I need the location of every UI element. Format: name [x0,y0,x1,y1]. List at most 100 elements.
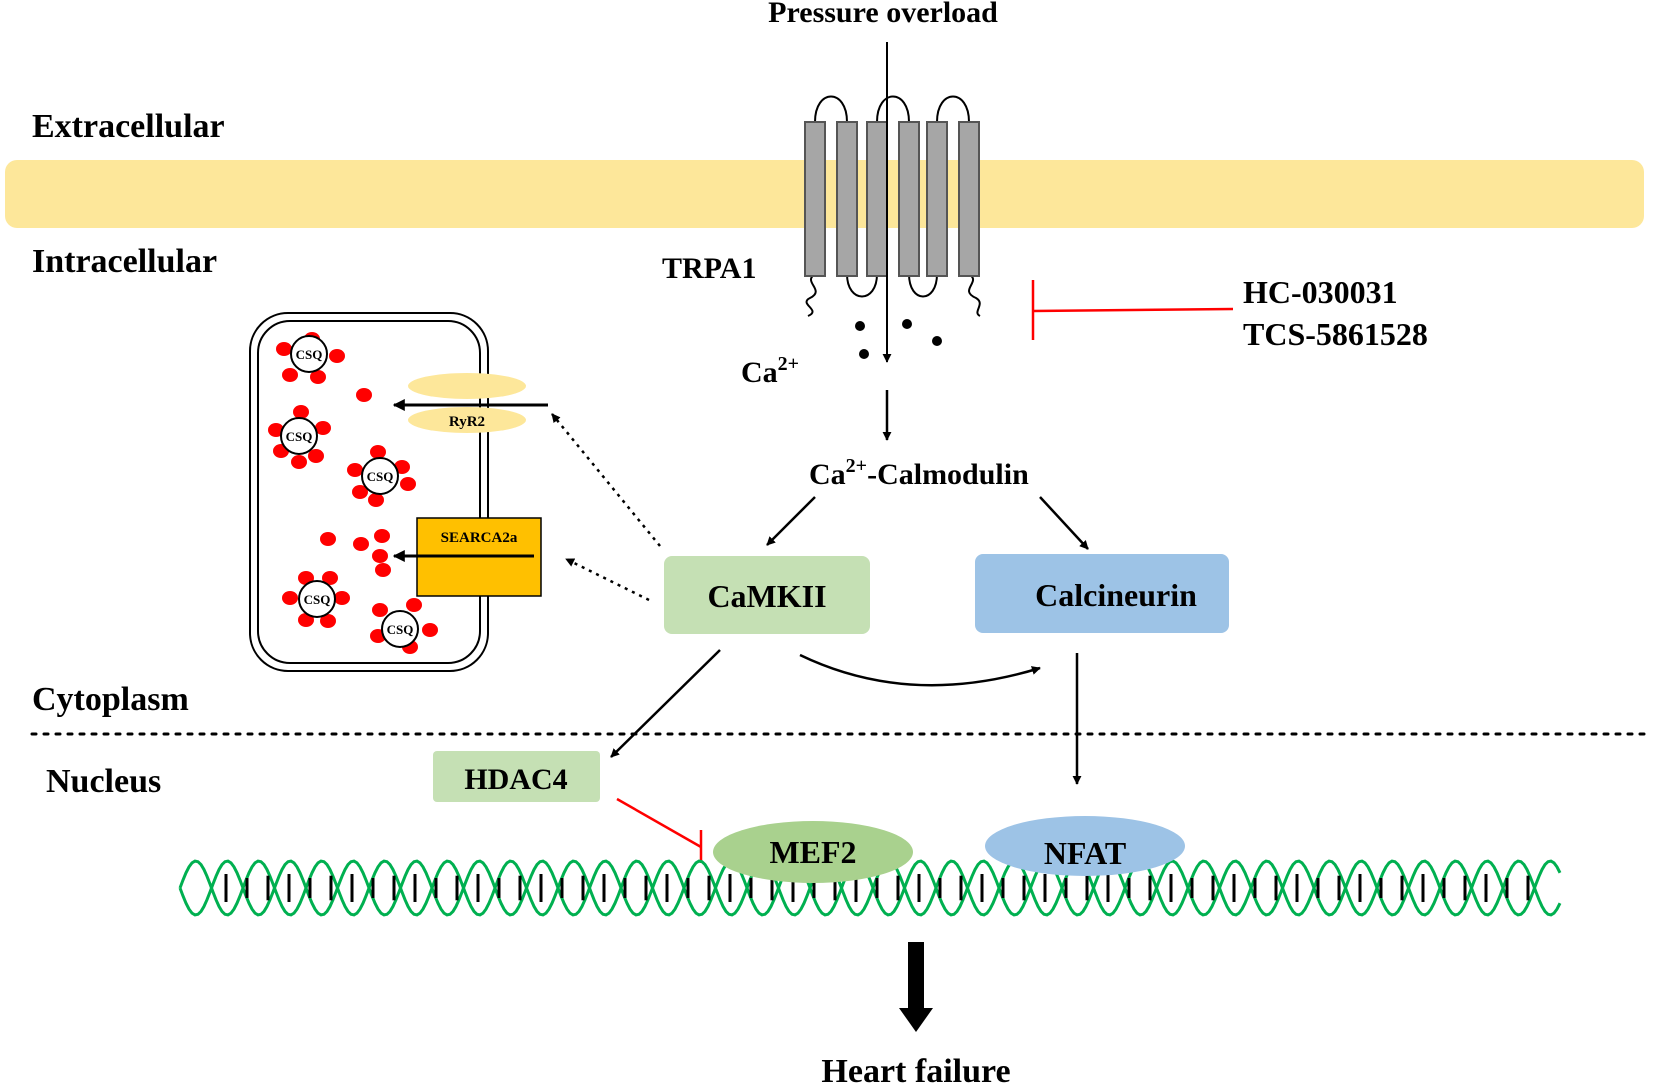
stored-calcium [276,342,292,356]
intracellular-label: Intracellular [32,243,217,280]
calcium-label-base: Ca [741,356,778,389]
stored-calcium [374,529,390,543]
calmodulin-label: Ca2+-Calmodulin [809,455,1029,491]
trpa1-label: TRPA1 [662,252,756,285]
csq-protein [280,417,318,455]
stored-calcium [334,591,350,605]
stored-calcium [400,477,416,491]
stored-calcium [315,421,331,435]
csq-label: CSQ [286,429,313,444]
cytoplasm-label: Cytoplasm [32,681,189,718]
csq-cluster: CSQ [347,445,416,507]
channel-intracellular-loops [846,273,938,298]
calmodulin-label-rest: -Calmodulin [867,458,1029,491]
stored-calcium [293,405,309,419]
inhibitor-line [1032,307,1234,313]
calcium-ion [859,349,869,359]
calmodulin-to-camkii-arrow [766,496,816,546]
stored-calcium [310,370,326,384]
nfat-label: NFAT [1044,835,1126,871]
inhibitor-tcs-5861528: TCS-5861528 [1243,316,1428,352]
hdac4-label: HDAC4 [464,763,567,796]
stored-calcium [320,614,336,628]
dna-strand-a [178,859,1562,917]
stored-calcium [282,368,298,382]
ryr2-label: RyR2 [449,414,485,430]
stored-calcium [291,455,307,469]
calcium-ion [855,321,865,331]
stored-calcium [320,532,336,546]
stored-calcium [322,571,338,585]
stored-calcium [352,485,368,499]
camkii-label: CaMKII [707,578,826,614]
stored-calcium [329,349,345,363]
calmodulin-label-base: Ca [809,458,846,491]
stored-calcium [372,603,388,617]
csq-cluster: CSQ [276,332,345,384]
stored-calcium [375,563,391,577]
extracellular-label: Extracellular [32,108,225,145]
trpa1-channel [804,95,981,317]
camkii-to-hdac4-arrow [610,649,721,758]
dna-strand-b [178,859,1562,917]
outcome-arrow-shaft [908,942,924,1012]
calcineurin-label: Calcineurin [1035,577,1197,613]
csq-protein [290,335,328,373]
channel-segment-3 [866,121,888,277]
serca-label: SEARCA2a [441,530,518,546]
stored-calcium [368,493,384,507]
outcome-arrow-head [899,1008,933,1032]
camkii-to-ryr2-dotted-arrow [551,413,661,547]
ryr2-upper-subunit [408,373,526,399]
inhibitor-hc-030031: HC-030031 [1243,274,1398,310]
camkii-to-serca-dotted-arrow [565,557,650,602]
stored-calcium [422,623,438,637]
stored-calcium [370,445,386,459]
stored-calcium [347,463,363,477]
channel-n-terminus [805,273,817,317]
camkii-to-calcineurin-arrow [799,653,1041,687]
stimulus-label: Pressure overload [768,0,998,29]
channel-c-terminus [968,273,981,317]
stored-calcium [268,423,284,437]
calcium-ion [932,336,942,346]
calmodulin-to-calcineurin-arrow [1039,496,1089,550]
camkii-box [664,556,870,634]
calcium-ions [855,319,942,359]
csq-cluster: CSQ [268,405,331,469]
calcium-label: Ca2+ [741,353,799,389]
stored-calcium [353,537,369,551]
csq-protein [381,610,419,648]
nfat-ellipse [985,816,1185,876]
stored-calcium [282,591,298,605]
stored-calcium [406,598,422,612]
channel-extracellular-loops [814,95,970,123]
calcineurin-box [975,554,1229,633]
channel-segment-5 [926,121,948,277]
calcium-ion [902,319,912,329]
sarcoplasmic-reticulum [249,312,489,672]
csq-protein [361,457,399,495]
stored-calcium [356,388,372,402]
channel-segment-6 [958,121,980,277]
sr-free-calcium [320,388,391,577]
csq-cluster: CSQ [282,571,350,628]
channel-segment-2 [836,121,858,277]
csq-label: CSQ [304,592,331,607]
dna-helix [178,859,1562,917]
channel-segment-1 [804,121,826,277]
calmodulin-label-superscript: 2+ [846,455,867,477]
stored-calcium [372,549,388,563]
nucleus-label: Nucleus [46,763,161,800]
ryr2-lower-subunit [408,407,526,433]
stored-calcium [308,449,324,463]
calcium-label-superscript: 2+ [778,353,799,375]
hdac4-inhibits-mef2-line [616,797,702,849]
outcome-label: Heart failure [821,1053,1010,1086]
mef2-ellipse [713,821,913,883]
csq-cluster: CSQ [370,598,438,654]
hdac4-box [433,751,600,802]
csq-label: CSQ [387,622,414,637]
channel-segment-4 [898,121,920,277]
